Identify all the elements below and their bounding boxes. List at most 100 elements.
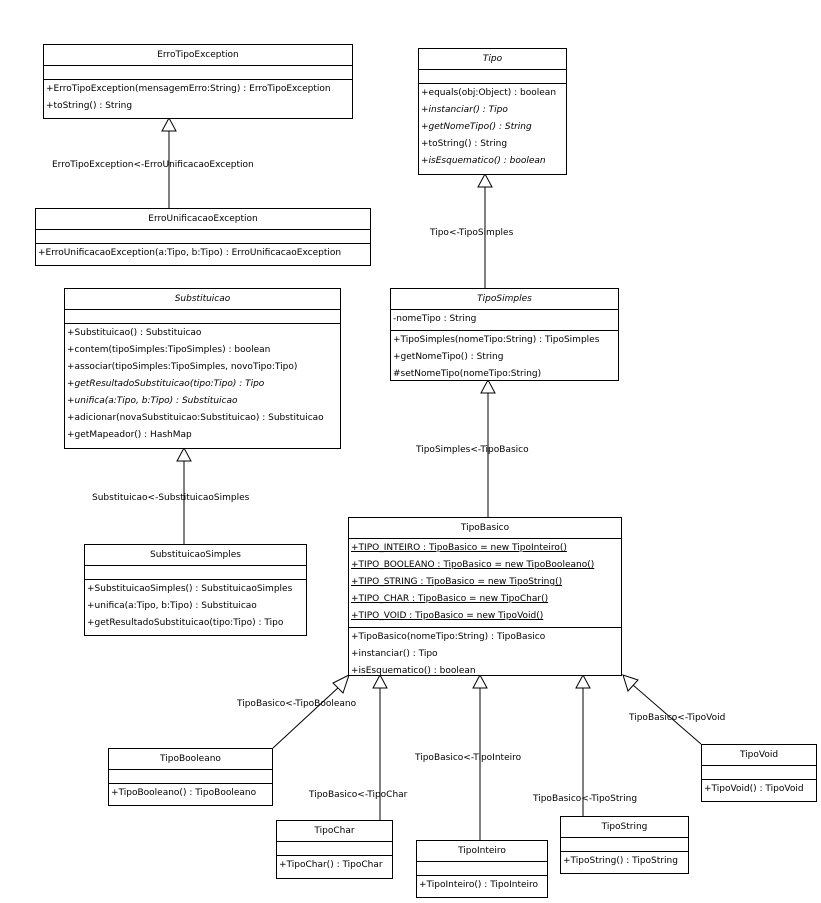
operation: +instanciar() : Tipo xyxy=(421,105,508,115)
edge-tipobasico-tipovoid xyxy=(622,674,702,745)
operation: +TipoBasico(nomeTipo:String) : TipoBasic… xyxy=(351,632,546,642)
edge-tipobasico-tipointeiro xyxy=(472,673,488,840)
class-tipo[interactable]: Tipo +equals(obj:Object) : boolean +inst… xyxy=(418,48,567,175)
operation: +TipoChar() : TipoChar xyxy=(279,860,383,870)
edge-label: TipoBasico<-TipoChar xyxy=(309,790,408,800)
class-tipo-char[interactable]: TipoChar +TipoChar() : TipoChar xyxy=(276,820,393,879)
attribute: -nomeTipo : String xyxy=(393,314,477,324)
operations-compartment: +ErroUnificacaoException(a:Tipo, b:Tipo)… xyxy=(36,244,370,264)
operation: +getResultadoSubstituicao(tipo:Tipo) : T… xyxy=(87,618,284,628)
class-title: TipoChar xyxy=(277,821,392,842)
operation: +unifica(a:Tipo, b:Tipo) : Substituicao xyxy=(67,396,238,406)
operation: +unifica(a:Tipo, b:Tipo) : Substituicao xyxy=(87,601,257,611)
attributes-compartment xyxy=(109,770,272,784)
operations-compartment: +Substituicao() : Substituicao +contem(t… xyxy=(65,324,340,446)
operations-compartment: +TipoSimples(nomeTipo:String) : TipoSimp… xyxy=(391,331,618,385)
operations-compartment: +TipoBasico(nomeTipo:String) : TipoBasic… xyxy=(349,628,621,682)
operation: +Substituicao() : Substituicao xyxy=(67,328,202,338)
class-tipo-booleano[interactable]: TipoBooleano +TipoBooleano() : TipoBoole… xyxy=(108,748,273,806)
operation: +getNomeTipo() : String xyxy=(421,122,532,132)
operation: #setNomeTipo(nomeTipo:String) xyxy=(393,369,542,379)
attributes-compartment xyxy=(44,66,352,80)
edge-label: Tipo<-TipoSimples xyxy=(430,228,514,238)
attributes-compartment xyxy=(277,842,392,856)
operation: +isEsquematico() : boolean xyxy=(421,156,546,166)
class-title: ErroTipoException xyxy=(44,45,352,66)
attribute: +TIPO_BOOLEANO : TipoBasico = new TipoBo… xyxy=(351,560,595,570)
attribute: +TIPO_VOID : TipoBasico = new TipoVoid() xyxy=(351,611,544,621)
attribute: +TIPO_INTEIRO : TipoBasico = new TipoInt… xyxy=(351,543,567,553)
class-tipo-string[interactable]: TipoString +TipoString() : TipoString xyxy=(560,816,689,874)
edge-label: TipoBasico<-TipoInteiro xyxy=(415,753,522,763)
operations-compartment: +ErroTipoException(mensagemErro:String) … xyxy=(44,80,352,117)
edge-errotipo-errounificacao xyxy=(161,116,177,208)
attributes-compartment xyxy=(65,310,340,324)
edge-tipo-tiposimples xyxy=(477,172,493,288)
class-title: Substituicao xyxy=(65,289,340,310)
edge-tipobasico-tipostring xyxy=(575,673,591,816)
operations-compartment: +equals(obj:Object) : boolean +instancia… xyxy=(419,84,566,172)
operation: +TipoSimples(nomeTipo:String) : TipoSimp… xyxy=(393,335,600,345)
operations-compartment: +TipoBooleano() : TipoBooleano xyxy=(109,784,272,804)
class-title: Tipo xyxy=(419,49,566,70)
operation: +TipoInteiro() : TipoInteiro xyxy=(419,880,539,890)
operation: +getMapeador() : HashMap xyxy=(67,430,192,440)
edge-label: TipoBasico<-TipoVoid xyxy=(629,713,726,723)
operations-compartment: +TipoVoid() : TipoVoid xyxy=(702,780,816,800)
operations-compartment: +SubstituicaoSimples() : SubstituicaoSim… xyxy=(85,580,306,634)
operation: +ErroTipoException(mensagemErro:String) … xyxy=(46,84,331,94)
class-tipo-simples[interactable]: TipoSimples -nomeTipo : String +TipoSimp… xyxy=(390,288,619,381)
attributes-compartment xyxy=(561,838,688,852)
class-title: TipoBooleano xyxy=(109,749,272,770)
class-title: SubstituicaoSimples xyxy=(85,545,306,566)
attributes-compartment: -nomeTipo : String xyxy=(391,310,618,331)
attributes-compartment xyxy=(702,766,816,780)
edge-tiposimples-tipobasico xyxy=(480,378,496,517)
class-title: TipoSimples xyxy=(391,289,618,310)
edge-tipobasico-tipochar xyxy=(372,673,388,820)
operation: +TipoVoid() : TipoVoid xyxy=(704,784,804,794)
operation: +isEsquematico() : boolean xyxy=(351,666,476,676)
attributes-compartment: +TIPO_INTEIRO : TipoBasico = new TipoInt… xyxy=(349,539,621,628)
class-substituicao[interactable]: Substituicao +Substituicao() : Substitui… xyxy=(64,288,341,449)
attributes-compartment xyxy=(417,862,547,876)
operation: +adicionar(novaSubstituicao:Substituicao… xyxy=(67,413,324,423)
class-erro-tipo-exception[interactable]: ErroTipoException +ErroTipoException(men… xyxy=(43,44,353,119)
edge-tipobasico-tipobooleano xyxy=(272,674,350,749)
operation: +associar(tipoSimples:TipoSimples, novoT… xyxy=(67,362,298,372)
attributes-compartment xyxy=(419,70,566,84)
edge-label: TipoBasico<-TipoBooleano xyxy=(237,699,357,709)
class-tipo-void[interactable]: TipoVoid +TipoVoid() : TipoVoid xyxy=(701,744,817,802)
edge-label: Substituicao<-SubstituicaoSimples xyxy=(92,493,250,503)
class-title: TipoVoid xyxy=(702,745,816,766)
operation: +getResultadoSubstituicao(tipo:Tipo) : T… xyxy=(67,379,265,389)
operation: +toString() : String xyxy=(421,139,508,149)
attribute: +TIPO_STRING : TipoBasico = new TipoStri… xyxy=(351,577,563,587)
class-erro-unificacao-exception[interactable]: ErroUnificacaoException +ErroUnificacaoE… xyxy=(35,208,371,266)
class-title: TipoString xyxy=(561,817,688,838)
operation: +getNomeTipo() : String xyxy=(393,352,504,362)
edge-label: TipoSimples<-TipoBasico xyxy=(416,445,529,455)
class-title: TipoBasico xyxy=(349,518,621,539)
class-title: TipoInteiro xyxy=(417,841,547,862)
class-title: ErroUnificacaoException xyxy=(36,209,370,230)
operation: +TipoBooleano() : TipoBooleano xyxy=(111,788,257,798)
operation: +SubstituicaoSimples() : SubstituicaoSim… xyxy=(87,584,293,594)
edge-substituicao-substituicaosimples xyxy=(176,446,192,544)
edge-label: TipoBasico<-TipoString xyxy=(533,794,638,804)
operation: +TipoString() : TipoString xyxy=(563,856,678,866)
attribute: +TIPO_CHAR : TipoBasico = new TipoChar() xyxy=(351,594,549,604)
operations-compartment: +TipoInteiro() : TipoInteiro xyxy=(417,876,547,896)
attributes-compartment xyxy=(36,230,370,244)
attributes-compartment xyxy=(85,566,306,580)
class-tipo-inteiro[interactable]: TipoInteiro +TipoInteiro() : TipoInteiro xyxy=(416,840,548,898)
operations-compartment: +TipoChar() : TipoChar xyxy=(277,856,392,876)
operation: +equals(obj:Object) : boolean xyxy=(421,88,557,98)
edge-label: ErroTipoException<-ErroUnificacaoExcepti… xyxy=(52,160,254,170)
class-substituicao-simples[interactable]: SubstituicaoSimples +SubstituicaoSimples… xyxy=(84,544,307,636)
operation: +toString() : String xyxy=(46,101,133,111)
operation: +instanciar() : Tipo xyxy=(351,649,438,659)
class-tipo-basico[interactable]: TipoBasico +TIPO_INTEIRO : TipoBasico = … xyxy=(348,517,622,676)
operation: +contem(tipoSimples:TipoSimples) : boole… xyxy=(67,345,271,355)
